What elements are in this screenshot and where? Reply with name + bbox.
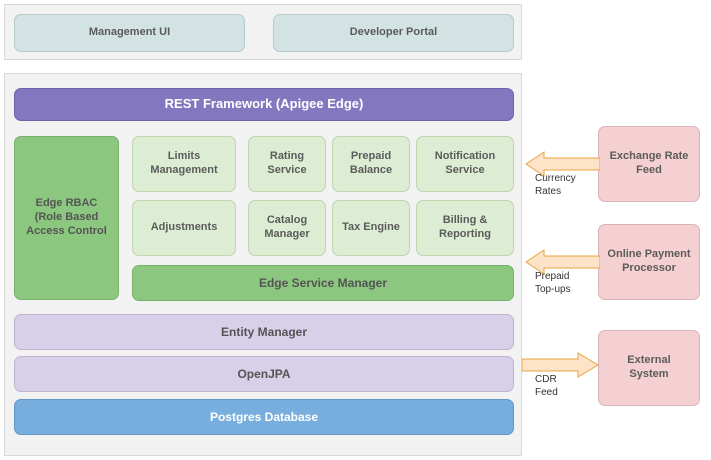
node-catalog-manager[interactable]: Catalog Manager [248,200,326,256]
node-management-ui[interactable]: Management UI [14,14,245,52]
arrow-label-currency-rates: Currency Rates [535,173,576,197]
node-online-payment-processor[interactable]: Online Payment Processor [598,224,700,300]
node-rating-service[interactable]: Rating Service [248,136,326,192]
arrow-label-cdr-feed: CDR Feed [535,374,558,398]
node-entity-manager[interactable]: Entity Manager [14,314,514,350]
arrow-cdr-feed [522,352,599,378]
arrow-label-prepaid-topups: Prepaid Top-ups [535,271,571,295]
node-openjpa[interactable]: OpenJPA [14,356,514,392]
platform-group: REST Framework (Apigee Edge) Edge RBAC (… [4,73,522,456]
arrow-prepaid-topups [525,249,600,275]
node-exchange-rate-feed[interactable]: Exchange Rate Feed [598,126,700,202]
node-postgres-database[interactable]: Postgres Database [14,399,514,435]
node-edge-service-manager[interactable]: Edge Service Manager [132,265,514,301]
node-adjustments[interactable]: Adjustments [132,200,236,256]
arrow-currency-rates [525,151,600,177]
node-developer-portal[interactable]: Developer Portal [273,14,514,52]
node-prepaid-balance[interactable]: Prepaid Balance [332,136,410,192]
node-notification-service[interactable]: Notification Service [416,136,514,192]
node-edge-rbac[interactable]: Edge RBAC (Role Based Access Control [14,136,119,300]
node-rest-framework[interactable]: REST Framework (Apigee Edge) [14,88,514,121]
node-limits-management[interactable]: Limits Management [132,136,236,192]
client-apps-group: Management UI Developer Portal [4,4,522,60]
node-external-system[interactable]: External System [598,330,700,406]
node-tax-engine[interactable]: Tax Engine [332,200,410,256]
node-billing-reporting[interactable]: Billing & Reporting [416,200,514,256]
